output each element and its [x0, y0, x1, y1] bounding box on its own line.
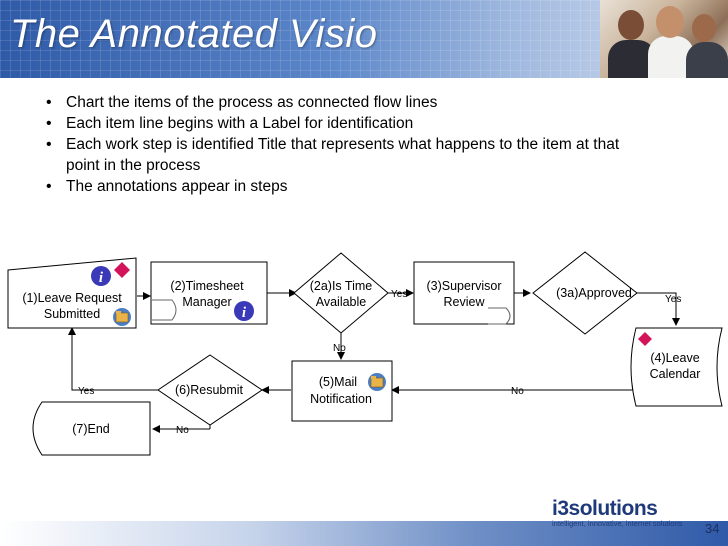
node-label: (6)Resubmit [175, 383, 244, 397]
header-photo [600, 0, 728, 78]
bullet-item: Chart the items of the process as connec… [42, 92, 642, 113]
photo-person-head [618, 10, 644, 40]
edge-label-no: No [176, 425, 189, 436]
node-supervisor-review: (3)Supervisor Review [413, 261, 515, 325]
node-label: (2)Timesheet [170, 279, 244, 293]
edge-label-yes: Yes [665, 294, 681, 305]
node-label: Calendar [650, 367, 701, 381]
edge-label-no: No [511, 386, 524, 397]
node-end: (7)End [32, 401, 151, 456]
edge-label-yes: Yes [78, 386, 94, 397]
logo-tagline: intelligent, innovative, internet soluti… [552, 519, 683, 528]
bullet-item: The annotations appear in steps [42, 176, 642, 197]
info-glyph: i [99, 270, 104, 286]
node-label: Notification [310, 392, 372, 406]
bullet-item: Each item line begins with a Label for i… [42, 113, 642, 134]
shape-tab-decoration [152, 299, 177, 321]
connector-6-1 [68, 327, 158, 391]
slide-title: The Annotated Visio [10, 12, 378, 56]
page-number: 34 [705, 521, 720, 536]
photo-person-head [692, 14, 716, 42]
diamond-marker-icon [638, 332, 652, 346]
edge-label-yes: Yes [391, 289, 407, 300]
folder-icon [113, 308, 131, 326]
node-label: (4)Leave [650, 351, 699, 365]
connectors [68, 289, 680, 433]
bullet-list: Chart the items of the process as connec… [42, 92, 642, 197]
bullet-item: Each work step is identified Title that … [42, 134, 642, 176]
node-is-time-available: (2a)Is Time Available [293, 252, 389, 334]
node-mail-notification: (5)Mail Notification [291, 360, 393, 422]
info-icon: i [91, 266, 111, 286]
node-approved: (3a)Approved [532, 251, 638, 335]
edge-label-no: No [333, 343, 346, 354]
node-label: Submitted [44, 307, 100, 321]
node-leave-calendar: (4)Leave Calendar [630, 327, 723, 407]
node-label: (3)Supervisor [426, 279, 501, 293]
node-label: Review [444, 295, 486, 309]
node-label: (7)End [72, 422, 110, 436]
folder-icon [368, 373, 386, 391]
node-label: Manager [182, 295, 231, 309]
connector-3a-4 [637, 292, 680, 326]
footer-bar [0, 521, 728, 546]
logo-name: i3solutions [552, 497, 658, 520]
photo-person-head [656, 6, 684, 38]
node-label: (3a)Approved [556, 286, 632, 300]
node-label: Available [316, 295, 367, 309]
info-glyph: i [242, 305, 247, 321]
node-resubmit: (6)Resubmit [157, 354, 263, 426]
shape-tab-decoration [488, 307, 511, 325]
info-icon: i [234, 301, 254, 321]
header-banner: The Annotated Visio [0, 0, 728, 78]
photo-person-body [686, 42, 728, 78]
node-label: (2a)Is Time [310, 279, 373, 293]
node-label: (1)Leave Request [22, 291, 122, 305]
company-logo: i3solutions intelligent, innovative, int… [552, 497, 683, 528]
diamond-marker-icon [114, 262, 130, 278]
node-label: (5)Mail [319, 375, 357, 389]
